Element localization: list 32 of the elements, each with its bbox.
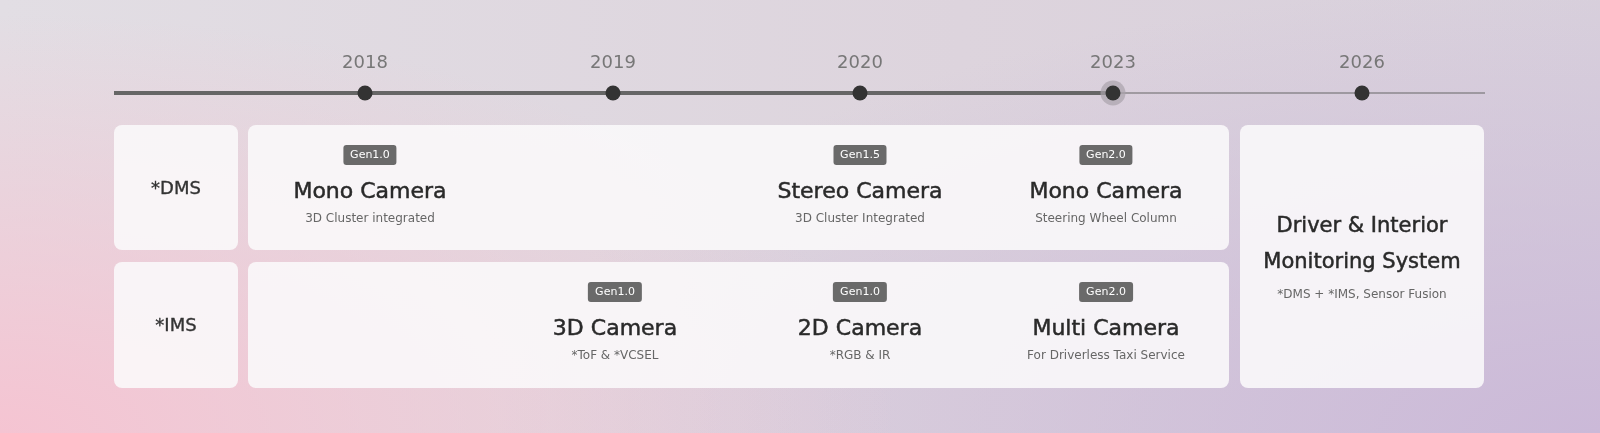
product-title: 3D Camera (552, 314, 678, 342)
product-description: 3D Cluster integrated (305, 210, 435, 227)
product-description: Steering Wheel Column (1035, 210, 1177, 227)
product-description: *RGB & IR (829, 347, 891, 364)
row-panel (248, 262, 1229, 388)
summary-card (1240, 125, 1484, 388)
generation-tag: Gen2.0 (1079, 145, 1133, 165)
generation-tag: Gen1.0 (343, 145, 397, 165)
summary-title: Driver & Interior Monitoring System (1262, 211, 1462, 275)
product-title: Stereo Camera (777, 177, 943, 205)
row-header-label: *DMS (151, 176, 201, 199)
product-description: For Driverless Taxi Service (1027, 347, 1185, 364)
year-label: 2019 (590, 51, 636, 73)
year-label: 2018 (342, 51, 388, 73)
product-title: 2D Camera (797, 314, 923, 342)
row-panel (248, 125, 1229, 250)
summary-description: *DMS + *IMS, Sensor Fusion (1277, 285, 1447, 303)
product-title: Mono Camera (293, 177, 447, 205)
product-title: Mono Camera (1029, 177, 1183, 205)
product-title: Multi Camera (1032, 314, 1180, 342)
year-label: 2023 (1090, 51, 1136, 73)
year-label: 2020 (837, 51, 883, 73)
generation-tag: Gen1.0 (833, 282, 887, 302)
generation-tag: Gen1.5 (833, 145, 887, 165)
row-header-card (114, 125, 238, 250)
product-description: *ToF & *VCSEL (571, 347, 659, 364)
generation-tag: Gen1.0 (588, 282, 642, 302)
generation-tag: Gen2.0 (1079, 282, 1133, 302)
product-description: 3D Cluster Integrated (795, 210, 925, 227)
year-label: 2026 (1339, 51, 1385, 73)
row-header-label: *IMS (155, 314, 197, 336)
row-header-card (114, 262, 238, 388)
